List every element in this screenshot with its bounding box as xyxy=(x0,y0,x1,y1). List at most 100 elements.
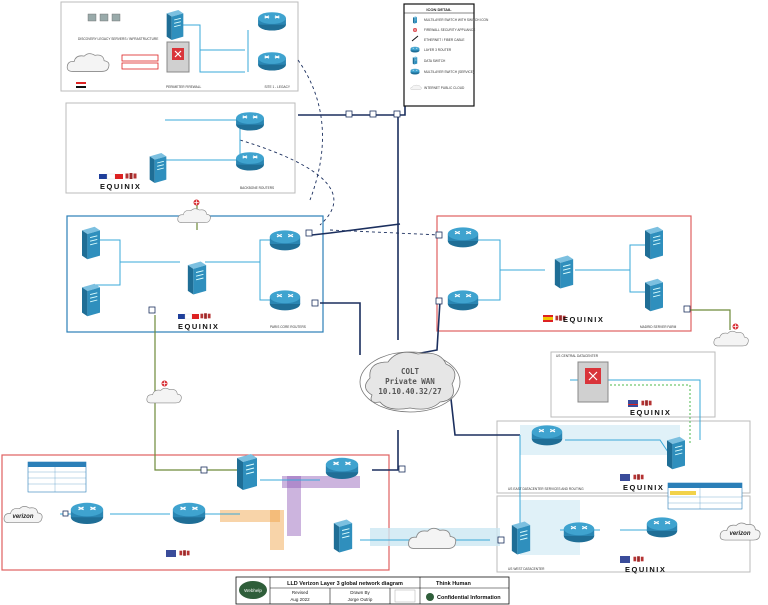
equinix-text-us-central: EQUINIX xyxy=(630,408,671,417)
webhelp-logo xyxy=(239,581,267,599)
madrid-footer: MADRID SERVER FARM xyxy=(640,325,677,329)
us-east-footer: US EAST DATACENTER SERVICES AND ROUTING xyxy=(508,487,584,491)
switch-us-south-2 xyxy=(333,519,353,553)
switch-paris1 xyxy=(149,152,167,184)
colt-private-wan: COLT Private WAN 10.10.40.32/27 xyxy=(359,351,461,413)
verizon-label-left: verizon xyxy=(12,514,33,520)
flag-top xyxy=(76,82,86,88)
paris1-footer: BACKBONE ROUTERS xyxy=(240,186,274,190)
site-box-top xyxy=(60,1,299,92)
equinix-text-us-east: EQUINIX xyxy=(623,483,664,492)
legend-items: MULTILAYER SWITCH WITH SWITCH ICON FIREW… xyxy=(410,16,489,90)
legend-switch-icon xyxy=(412,16,418,24)
router-top-2 xyxy=(257,51,287,72)
router-paris2-1 xyxy=(269,229,301,252)
fw-label-1 xyxy=(121,54,159,62)
router-paris2-2 xyxy=(269,289,301,312)
legend-title: ICON DETAIL xyxy=(426,7,452,12)
colt-subnet: 10.10.40.32/27 xyxy=(378,387,441,396)
firewall-top xyxy=(166,41,190,73)
us-west-footer: US WEST DATACENTER xyxy=(508,567,545,571)
router-us-south-1 xyxy=(70,502,104,525)
equinix-text-us-west: EQUINIX xyxy=(625,565,666,574)
legend-firewall-icon xyxy=(412,27,418,33)
site-box-us-central xyxy=(550,351,716,418)
legend-data-switch-icon xyxy=(412,56,418,65)
switch-paris2-1 xyxy=(81,226,101,260)
dashed-links xyxy=(239,59,441,236)
legend-multilayer-icon xyxy=(410,68,420,75)
orange-overlay xyxy=(220,510,280,522)
router-paris1-1 xyxy=(235,111,265,132)
verizon-label-right: verizon xyxy=(729,531,750,537)
switch-us-west xyxy=(511,521,531,555)
switch-top xyxy=(166,9,184,41)
confidential-label: Confidential Information xyxy=(437,595,501,601)
legend: ICON DETAIL MULTILAYER SWITCH WITH SWITC… xyxy=(403,3,489,107)
router-us-west-2 xyxy=(646,516,678,539)
fire-icon-3 xyxy=(732,323,739,330)
switch-madrid-core xyxy=(554,255,574,289)
equinix-text-paris1: EQUINIX xyxy=(100,182,141,191)
colt-title: COLT xyxy=(401,367,420,376)
equinix-us-east: EQUINIX xyxy=(620,474,664,492)
equinix-paris1: EQUINIX xyxy=(99,173,141,191)
switch-madrid-1 xyxy=(644,226,664,260)
green-dashed-link xyxy=(610,384,691,445)
orange-overlay-v xyxy=(270,510,284,550)
site-box-us-east xyxy=(496,420,751,494)
cloud-madrid xyxy=(713,330,749,347)
router-us-south-2 xyxy=(172,502,206,525)
route-table-right xyxy=(667,482,743,510)
revised-value: Aug 2022 xyxy=(290,597,310,602)
switch-us-south-1 xyxy=(236,453,258,491)
fire-icon-1 xyxy=(193,199,200,206)
router-us-east xyxy=(531,424,563,447)
lan-links xyxy=(60,24,701,541)
router-paris1-2 xyxy=(235,151,265,172)
switch-paris2-core xyxy=(187,261,207,295)
internet-cloud-top xyxy=(66,53,110,72)
site-box-madrid xyxy=(436,215,692,332)
equinix-text-paris2: EQUINIX xyxy=(178,322,219,331)
servers-label: DISCOVERY LEGACY SERVERS / INFRASTRUCTUR… xyxy=(78,37,158,41)
switch-us-central xyxy=(666,436,686,470)
legend-item-4: DATA SWITCH xyxy=(424,59,446,63)
switch-madrid-2 xyxy=(644,278,664,312)
equinix-text-madrid: EQUINIX xyxy=(563,315,604,324)
legend-item-1: FIREWALL SECURITY APPLIANCE xyxy=(424,28,475,32)
legend-item-6: INTERNET PUBLIC CLOUD xyxy=(424,86,465,90)
title-block: Webhelp LLD Verizon Layer 3 global netwo… xyxy=(235,576,510,605)
firewall-label: PERIMETER FIREWALL xyxy=(166,85,202,89)
router-us-west-1 xyxy=(563,521,595,544)
legend-item-0: MULTILAYER SWITCH WITH SWITCH ICON xyxy=(424,18,489,22)
site-box-us-south xyxy=(1,454,390,571)
purple-overlay-v xyxy=(287,476,301,536)
top-site-footer: SITE 1 - LEGACY xyxy=(264,85,290,89)
router-top-1 xyxy=(257,11,287,32)
equinix-us-west: EQUINIX xyxy=(620,556,666,574)
legend-router-icon xyxy=(410,46,420,53)
equinix-us-central: EQUINIX xyxy=(628,400,671,417)
revised-label: Revised xyxy=(292,590,309,595)
legend-item-2: ETHERNET / FIBER CABLE xyxy=(424,38,465,42)
colt-subtitle: Private WAN xyxy=(385,377,435,386)
equinix-paris2: EQUINIX xyxy=(178,313,219,331)
legend-item-5: MULTILAYER SWITCH (SERVICE) xyxy=(424,70,474,74)
legacy-servers xyxy=(87,13,121,22)
cloud-paris2 xyxy=(146,387,182,404)
fire-icon-2 xyxy=(161,380,168,387)
equinix-us-south xyxy=(166,550,190,557)
link-markers xyxy=(62,110,691,544)
confidential-icon xyxy=(426,593,434,601)
drawn-label: Drawn By xyxy=(350,590,370,595)
route-table-left xyxy=(27,461,87,493)
webhelp-logo-text: Webhelp xyxy=(244,588,262,593)
firewall-us-central xyxy=(577,361,609,403)
site-box-paris1 xyxy=(65,102,296,194)
paris2-footer: PARIS CORE ROUTERS xyxy=(270,325,306,329)
router-us-south-3 xyxy=(325,457,359,480)
drawn-value: Jorge Outrip xyxy=(348,597,373,602)
legend-item-3: LAYER 3 ROUTER xyxy=(424,48,452,52)
